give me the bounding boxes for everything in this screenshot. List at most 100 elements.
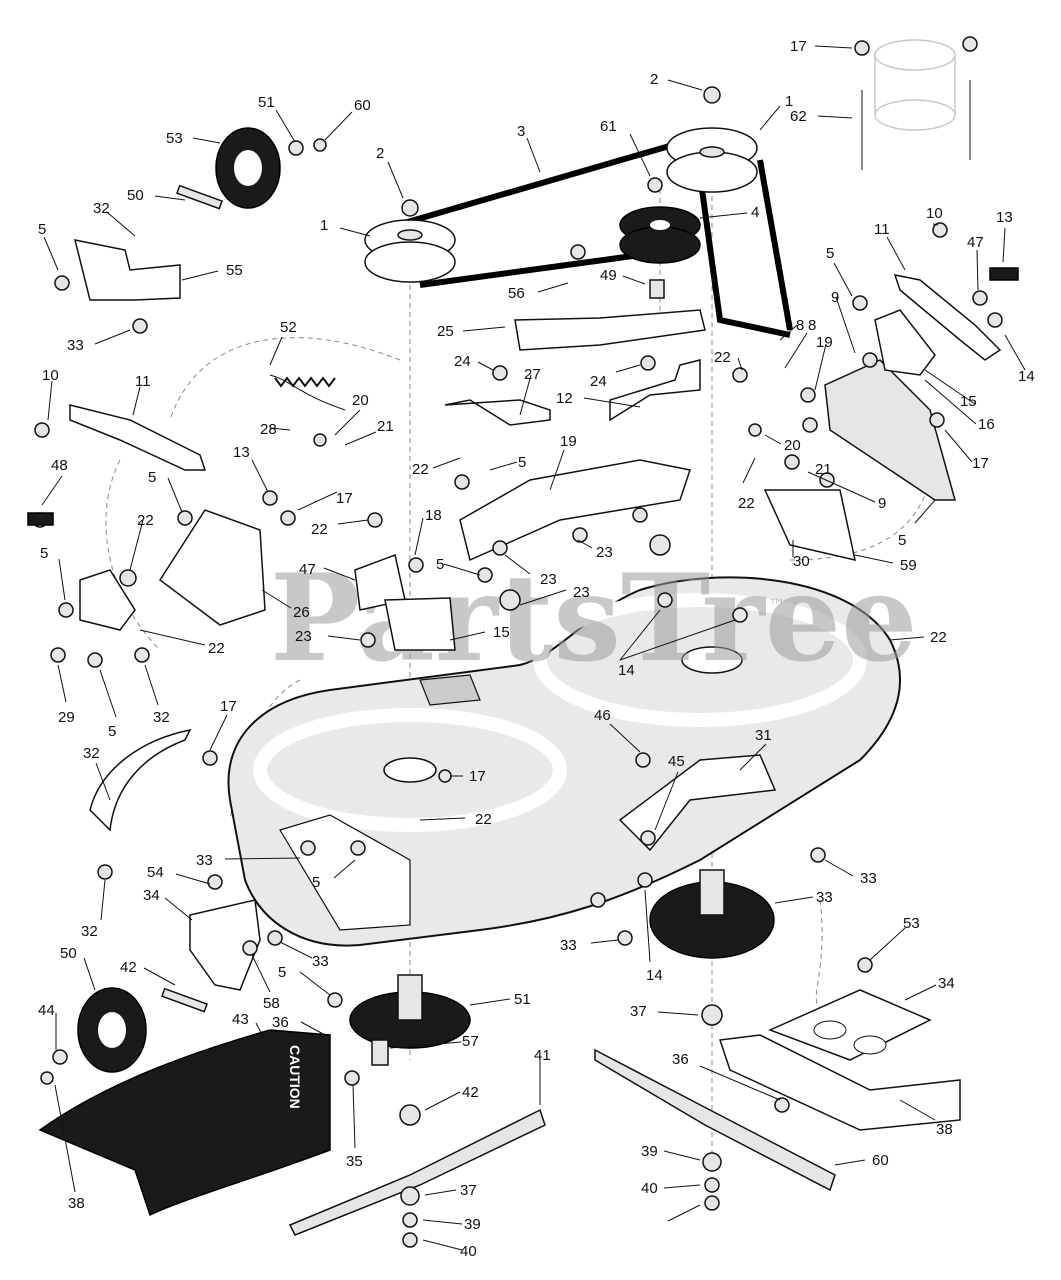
hanger-bracket-58 <box>768 989 932 1061</box>
callout-10: 10 <box>926 205 943 222</box>
lift-link-11-right <box>893 274 1002 361</box>
callout-5: 17 <box>336 490 353 507</box>
callout-17: 46 <box>594 707 611 724</box>
pulley-1-left <box>364 219 456 283</box>
callout-33: 14 <box>646 967 663 984</box>
callout-60: 60 <box>354 97 371 114</box>
callout-54: 34 <box>143 887 160 904</box>
callout-32: 33 <box>312 953 329 970</box>
bracket-27 <box>444 399 551 426</box>
callout-5: 58 <box>263 995 280 1012</box>
callout-3: 3 <box>517 123 525 140</box>
callout-11: 11 <box>135 373 151 390</box>
anti-scalp-bracket-46 <box>618 754 777 852</box>
callout-1: 1 <box>785 93 793 110</box>
gauge-wheel-53-bottom <box>77 987 147 1073</box>
callout-48: 22 <box>412 461 429 478</box>
callout-43: 36 <box>272 1014 289 1031</box>
bracket-18 <box>824 359 956 501</box>
callout-26: 23 <box>573 584 590 601</box>
wheel-bracket-54 <box>189 899 261 991</box>
gauge-wheel-53-top <box>215 127 281 209</box>
callout-8: 28 <box>260 421 277 438</box>
callout-5: 5 <box>826 245 834 262</box>
callout-21: 21 <box>377 418 394 435</box>
callout-24: 24 <box>590 373 607 390</box>
callout-56: 56 <box>508 285 525 302</box>
callout-22: 18 <box>425 507 442 524</box>
callout-34: 33 <box>816 889 833 906</box>
callout-47: 47 <box>967 234 984 251</box>
callout-22: 23 <box>295 628 312 645</box>
callout-30: 26 <box>293 604 310 621</box>
callout-31: 32 <box>83 745 100 762</box>
callout-16: 16 <box>978 416 995 433</box>
callout-32: 32 <box>93 200 110 217</box>
callout-23: 15 <box>493 624 510 641</box>
spring-26 <box>499 534 671 611</box>
callout-17: 17 <box>972 455 989 472</box>
callout-15: 22 <box>208 640 225 657</box>
callout-38: 39 <box>641 1143 658 1160</box>
callout-33: 33 <box>67 337 84 354</box>
spring-52 <box>269 374 346 411</box>
callout-36: 37 <box>630 1003 647 1020</box>
callout-32: 17 <box>469 768 486 785</box>
callout-53: 53 <box>166 130 183 147</box>
bracket-30 <box>158 509 266 626</box>
callout-14: 29 <box>58 709 75 726</box>
callout-37: 41 <box>534 1047 551 1064</box>
callout-51: 44 <box>38 1002 55 1019</box>
idler-arm-28 <box>459 459 691 562</box>
callout-23: 47 <box>299 561 316 578</box>
callout-17: 17 <box>790 38 807 55</box>
callout-38: 37 <box>460 1182 477 1199</box>
callout-33: 5 <box>312 874 320 891</box>
mower-deck-59 <box>227 576 901 947</box>
callout-5: 5 <box>38 221 46 238</box>
callout-36: 42 <box>462 1084 479 1101</box>
pulley-1-right <box>666 127 758 193</box>
baffle-23-center <box>384 597 456 651</box>
mower-blade-37-left <box>288 1108 546 1236</box>
drive-belt-3 <box>379 137 793 338</box>
callout-60: 38 <box>68 1195 85 1212</box>
callout-14: 53 <box>903 915 920 932</box>
hardware-nuts-bolts <box>27 36 1019 1248</box>
callout-47: 5 <box>40 545 48 562</box>
callout-20: 20 <box>784 437 801 454</box>
front-link-31 <box>89 728 192 832</box>
spring-41 <box>371 1039 389 1066</box>
callout-4: 4 <box>751 204 759 221</box>
callout-5: 21 <box>815 461 832 478</box>
callout-29: 5 <box>108 723 116 740</box>
callout-50: 42 <box>120 959 137 976</box>
callout-17: 5 <box>148 469 156 486</box>
callout-15: 15 <box>960 393 977 410</box>
baffle-23-right <box>763 489 856 561</box>
callout-33: 33 <box>560 937 577 954</box>
callout-22: 9 <box>878 495 886 512</box>
callout-25: 25 <box>437 323 454 340</box>
callout-39: 40 <box>641 1180 658 1197</box>
callout-61: 61 <box>600 118 617 135</box>
callout-10: 10 <box>42 367 59 384</box>
callout-53: 50 <box>60 945 77 962</box>
callout-62: 62 <box>790 108 807 125</box>
callout-58: 34 <box>938 975 955 992</box>
callout-12: 12 <box>556 390 573 407</box>
callout-5: 23 <box>540 571 557 588</box>
callout-14: 14 <box>1018 368 1035 385</box>
callout-27: 27 <box>524 366 541 383</box>
callout-18: 5 <box>898 532 906 549</box>
callout-23: 59 <box>900 557 917 574</box>
callout-22: 33 <box>196 852 213 869</box>
callout-51: 51 <box>258 94 275 111</box>
lift-arm-15-left <box>79 569 136 631</box>
callout-20: 20 <box>352 392 369 409</box>
callout-23: 30 <box>793 553 810 570</box>
callout-5: 23 <box>596 544 613 561</box>
callout-35: 38 <box>936 1121 953 1138</box>
leader-lines <box>41 45 1026 1251</box>
